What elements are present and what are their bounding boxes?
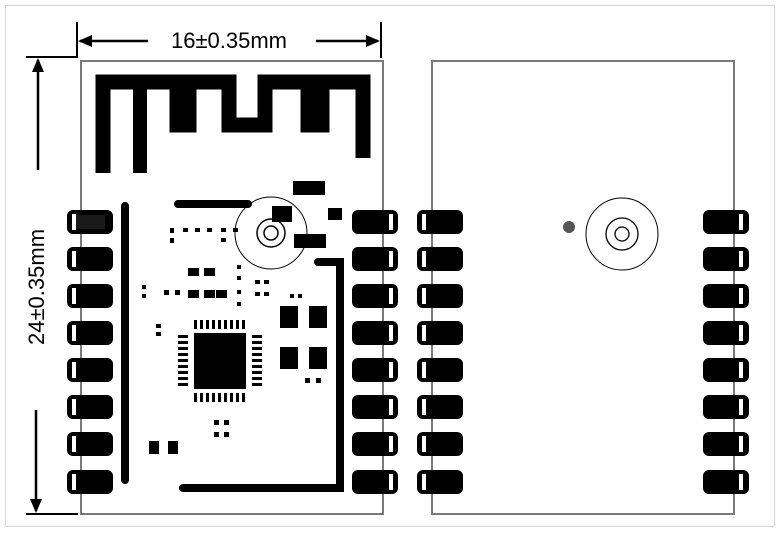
front-smd-parts [142, 181, 342, 454]
back-right-pads [703, 210, 749, 494]
qfn-chip-icon [178, 320, 262, 402]
front-right-pads [352, 210, 398, 494]
back-module [417, 60, 749, 515]
front-module [67, 60, 398, 515]
back-test-point-icon [585, 197, 659, 271]
width-dimension-label: 16±0.35mm [171, 28, 287, 53]
front-test-point-icon [234, 196, 308, 270]
figure-frame [5, 5, 775, 527]
front-left-pads [67, 210, 113, 494]
back-board-outline [431, 60, 735, 515]
width-dimension: 16±0.35mm [76, 22, 382, 58]
front-traces [121, 200, 344, 492]
pin1-marker-dot [563, 221, 575, 233]
height-dimension: 24±0.35mm [24, 56, 78, 515]
meander-antenna-icon [95, 74, 371, 173]
back-left-pads [417, 210, 463, 494]
height-dimension-label: 24±0.35mm [24, 229, 49, 345]
